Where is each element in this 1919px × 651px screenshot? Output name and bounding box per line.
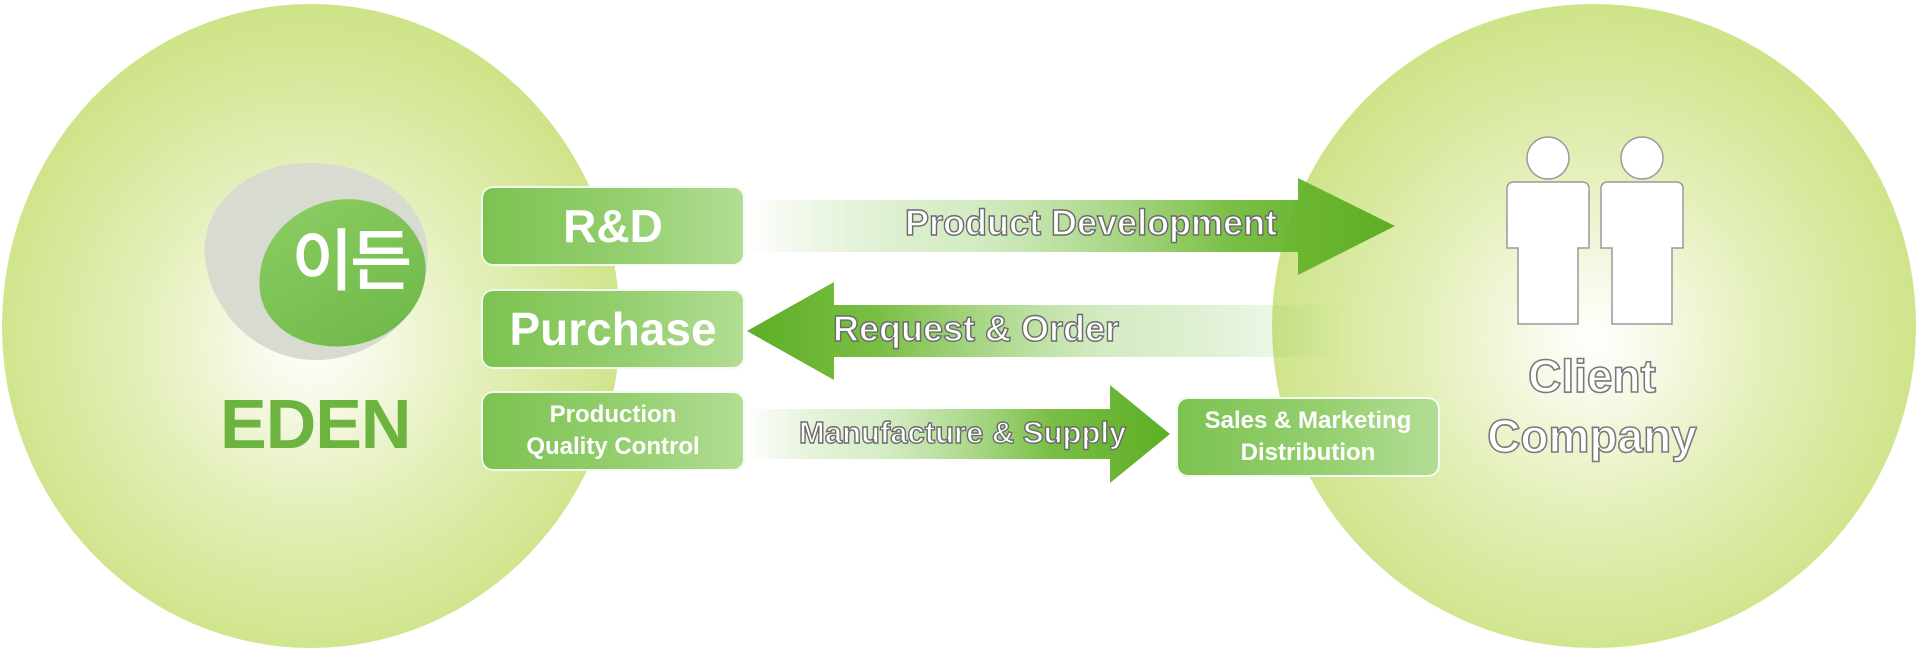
arrow-product-development	[747, 178, 1395, 275]
company-label: Company	[1486, 409, 1697, 463]
people-icon	[1506, 136, 1684, 325]
sales-box: Sales & Marketing Distribution	[1176, 397, 1440, 477]
sales-marketing-label: Sales & Marketing	[1204, 407, 1412, 434]
production-box: Production Quality Control	[481, 391, 745, 471]
purchase-box: Purchase	[481, 289, 745, 369]
client-company-label: Client Company	[1472, 346, 1712, 466]
logo-korean-text: 이든	[292, 223, 411, 300]
product-development-label: Product Development	[904, 201, 1278, 243]
distribution-label: Distribution	[1240, 439, 1376, 466]
arrow-manufacture-supply	[747, 385, 1170, 483]
arrow-request-order	[747, 282, 1345, 380]
eden-title: EDEN	[220, 385, 411, 463]
quality-control-label: Quality Control	[526, 433, 700, 460]
client-label: Client	[1527, 349, 1656, 403]
production-label: Production	[549, 401, 677, 428]
manufacture-supply-label: Manufacture & Supply	[798, 414, 1127, 450]
client-circle	[1272, 4, 1916, 648]
request-order-label: Request & Order	[832, 307, 1120, 349]
rnd-box: R&D	[481, 186, 745, 266]
